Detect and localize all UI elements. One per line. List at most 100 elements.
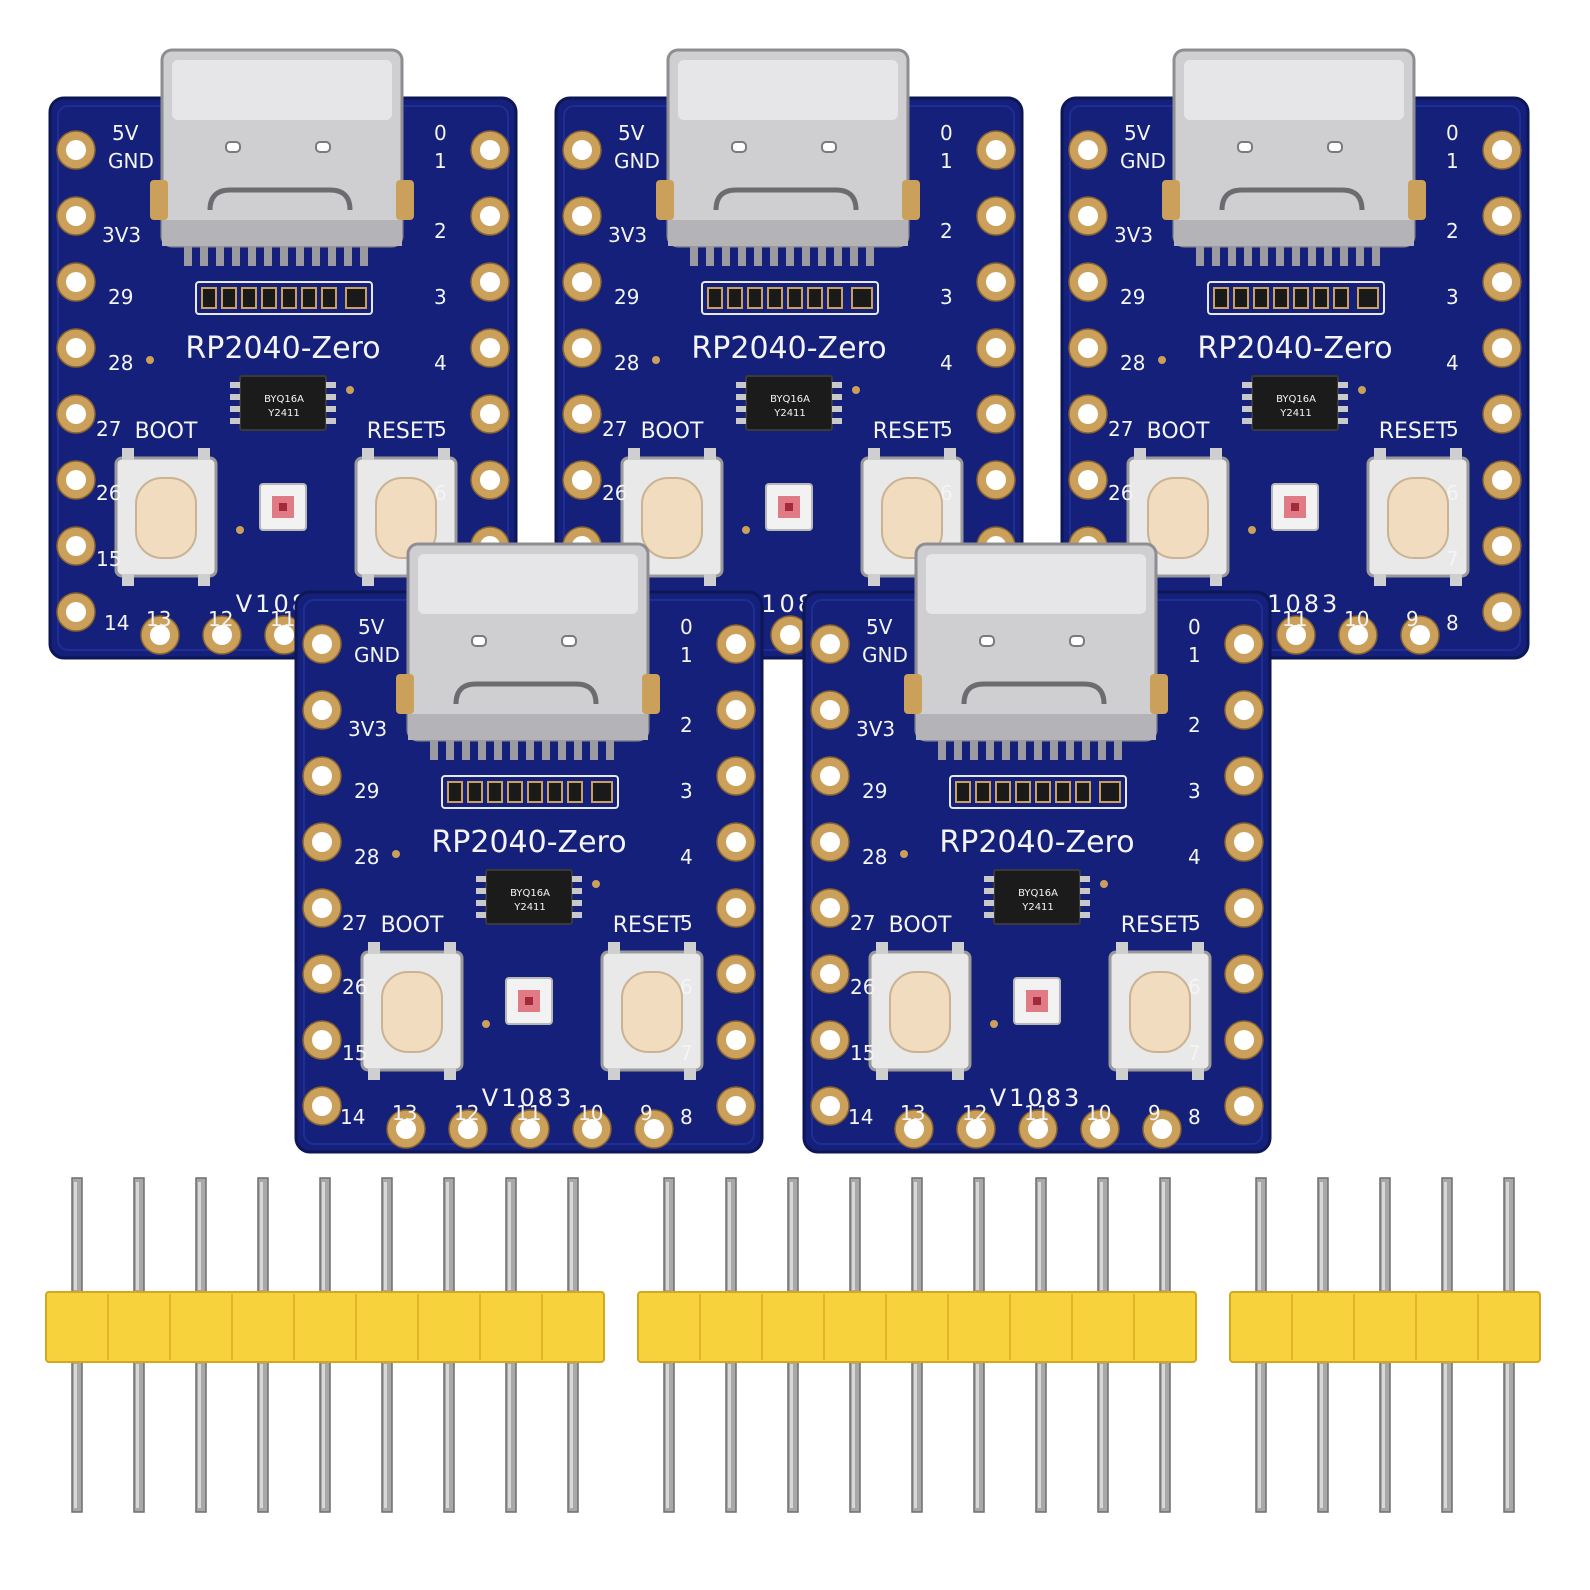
pin-label: 28 xyxy=(614,351,639,375)
header-plastic xyxy=(637,1291,1197,1363)
pin-label: 29 xyxy=(614,285,639,309)
pin-label: 8 xyxy=(1446,611,1459,635)
rp2040-board-4: RP2040-Zero BOOT RESET V1083 BYQ16A Y241… xyxy=(296,544,762,1152)
pin-label: 3V3 xyxy=(608,223,647,247)
pin-label: 6 xyxy=(680,975,693,999)
pin-label: 5V xyxy=(866,615,893,639)
chip-marking: Y2411 xyxy=(1279,408,1312,419)
pin-label: 1 xyxy=(434,149,447,173)
pin-label: 27 xyxy=(96,417,121,441)
pin-label: 28 xyxy=(1120,351,1145,375)
pin-label: 1 xyxy=(1188,643,1201,667)
pin-label: 26 xyxy=(96,481,121,505)
pin-label: 2 xyxy=(434,219,447,243)
pin-label: 4 xyxy=(680,845,693,869)
reset-label: RESET xyxy=(367,419,438,444)
pin-label: 29 xyxy=(354,779,379,803)
pin-label: 12 xyxy=(454,1101,479,1125)
pin-label: GND xyxy=(354,643,400,667)
pin-label: 3V3 xyxy=(348,717,387,741)
pin-label: 1 xyxy=(940,149,953,173)
pin-label: 28 xyxy=(354,845,379,869)
pin-label: 28 xyxy=(862,845,887,869)
pin-label: 5V xyxy=(358,615,385,639)
pin-label: 1 xyxy=(680,643,693,667)
pin-label: 8 xyxy=(1188,1105,1201,1129)
pin-label: 11 xyxy=(1282,607,1307,631)
chip-marking: BYQ16A xyxy=(264,394,304,405)
pin-label: 27 xyxy=(602,417,627,441)
chip-marking: BYQ16A xyxy=(770,394,810,405)
board-name-label: RP2040-Zero xyxy=(431,825,626,860)
pin-label: 6 xyxy=(940,481,953,505)
pin-label: 11 xyxy=(516,1101,541,1125)
pin-header-5 xyxy=(1229,1177,1541,1513)
header-plastic xyxy=(45,1291,605,1363)
pin-label: 2 xyxy=(940,219,953,243)
pin-label: 29 xyxy=(108,285,133,309)
pin-label: 13 xyxy=(392,1101,417,1125)
board-name-label: RP2040-Zero xyxy=(185,331,380,366)
pin-label: 3 xyxy=(1188,779,1201,803)
pin-label: 5V xyxy=(1124,121,1151,145)
version-label: V1083 xyxy=(990,1084,1083,1112)
pin-label: 5V xyxy=(112,121,139,145)
pin-label: 6 xyxy=(1188,975,1201,999)
chip-marking: BYQ16A xyxy=(510,888,550,899)
pin-label: 3V3 xyxy=(856,717,895,741)
pin-label: 2 xyxy=(1446,219,1459,243)
pin-label: 26 xyxy=(602,481,627,505)
rp2040-board-5: RP2040-Zero BOOT RESET V1083 BYQ16A Y241… xyxy=(804,544,1270,1152)
board-name-label: RP2040-Zero xyxy=(1197,331,1392,366)
pin-label: 3 xyxy=(680,779,693,803)
pin-label: 13 xyxy=(900,1101,925,1125)
pin-label: 4 xyxy=(940,351,953,375)
pin-label: 4 xyxy=(434,351,447,375)
reset-label: RESET xyxy=(1379,419,1450,444)
pin-label: 9 xyxy=(640,1101,653,1125)
pin-label: GND xyxy=(108,149,154,173)
reset-label: RESET xyxy=(873,419,944,444)
version-label: V1083 xyxy=(482,1084,575,1112)
pin-label: 26 xyxy=(342,975,367,999)
pin-label: 13 xyxy=(146,607,171,631)
pin-label: 6 xyxy=(434,481,447,505)
boot-label: BOOT xyxy=(889,913,952,938)
pin-label: 8 xyxy=(680,1105,693,1129)
pin-label: 0 xyxy=(680,615,693,639)
pin-label: 7 xyxy=(680,1041,693,1065)
boot-label: BOOT xyxy=(1147,419,1210,444)
pin-label: 4 xyxy=(1446,351,1459,375)
pin-label: GND xyxy=(1120,149,1166,173)
pin-label: 2 xyxy=(680,713,693,737)
reset-label: RESET xyxy=(1121,913,1192,938)
pin-label: 12 xyxy=(208,607,233,631)
rp2040-board-2: RP2040-Zero BOOT RESET V1083 BYQ16A Y241… xyxy=(556,50,1022,658)
pin-label: 5 xyxy=(434,417,447,441)
pin-label: 7 xyxy=(1446,547,1459,571)
pin-label: 3V3 xyxy=(102,223,141,247)
pin-header-9-a xyxy=(45,1177,605,1513)
pin-label: 3 xyxy=(940,285,953,309)
pin-label: 15 xyxy=(96,547,121,571)
pin-label: 3 xyxy=(434,285,447,309)
pin-label: 10 xyxy=(578,1101,603,1125)
pin-label: 29 xyxy=(1120,285,1145,309)
pin-label: 26 xyxy=(850,975,875,999)
chip-marking: Y2411 xyxy=(267,408,300,419)
pin-label: 0 xyxy=(1446,121,1459,145)
pin-label: 15 xyxy=(342,1041,367,1065)
pin-label: 0 xyxy=(1188,615,1201,639)
pin-label: 28 xyxy=(108,351,133,375)
boot-label: BOOT xyxy=(135,419,198,444)
pin-label: 11 xyxy=(270,607,295,631)
pin-label: 11 xyxy=(1024,1101,1049,1125)
reset-label: RESET xyxy=(613,913,684,938)
boot-label: BOOT xyxy=(381,913,444,938)
pin-label: 10 xyxy=(1344,607,1369,631)
pin-label: 27 xyxy=(850,911,875,935)
chip-marking: BYQ16A xyxy=(1018,888,1058,899)
pin-label: 9 xyxy=(1148,1101,1161,1125)
pin-label: 5 xyxy=(940,417,953,441)
